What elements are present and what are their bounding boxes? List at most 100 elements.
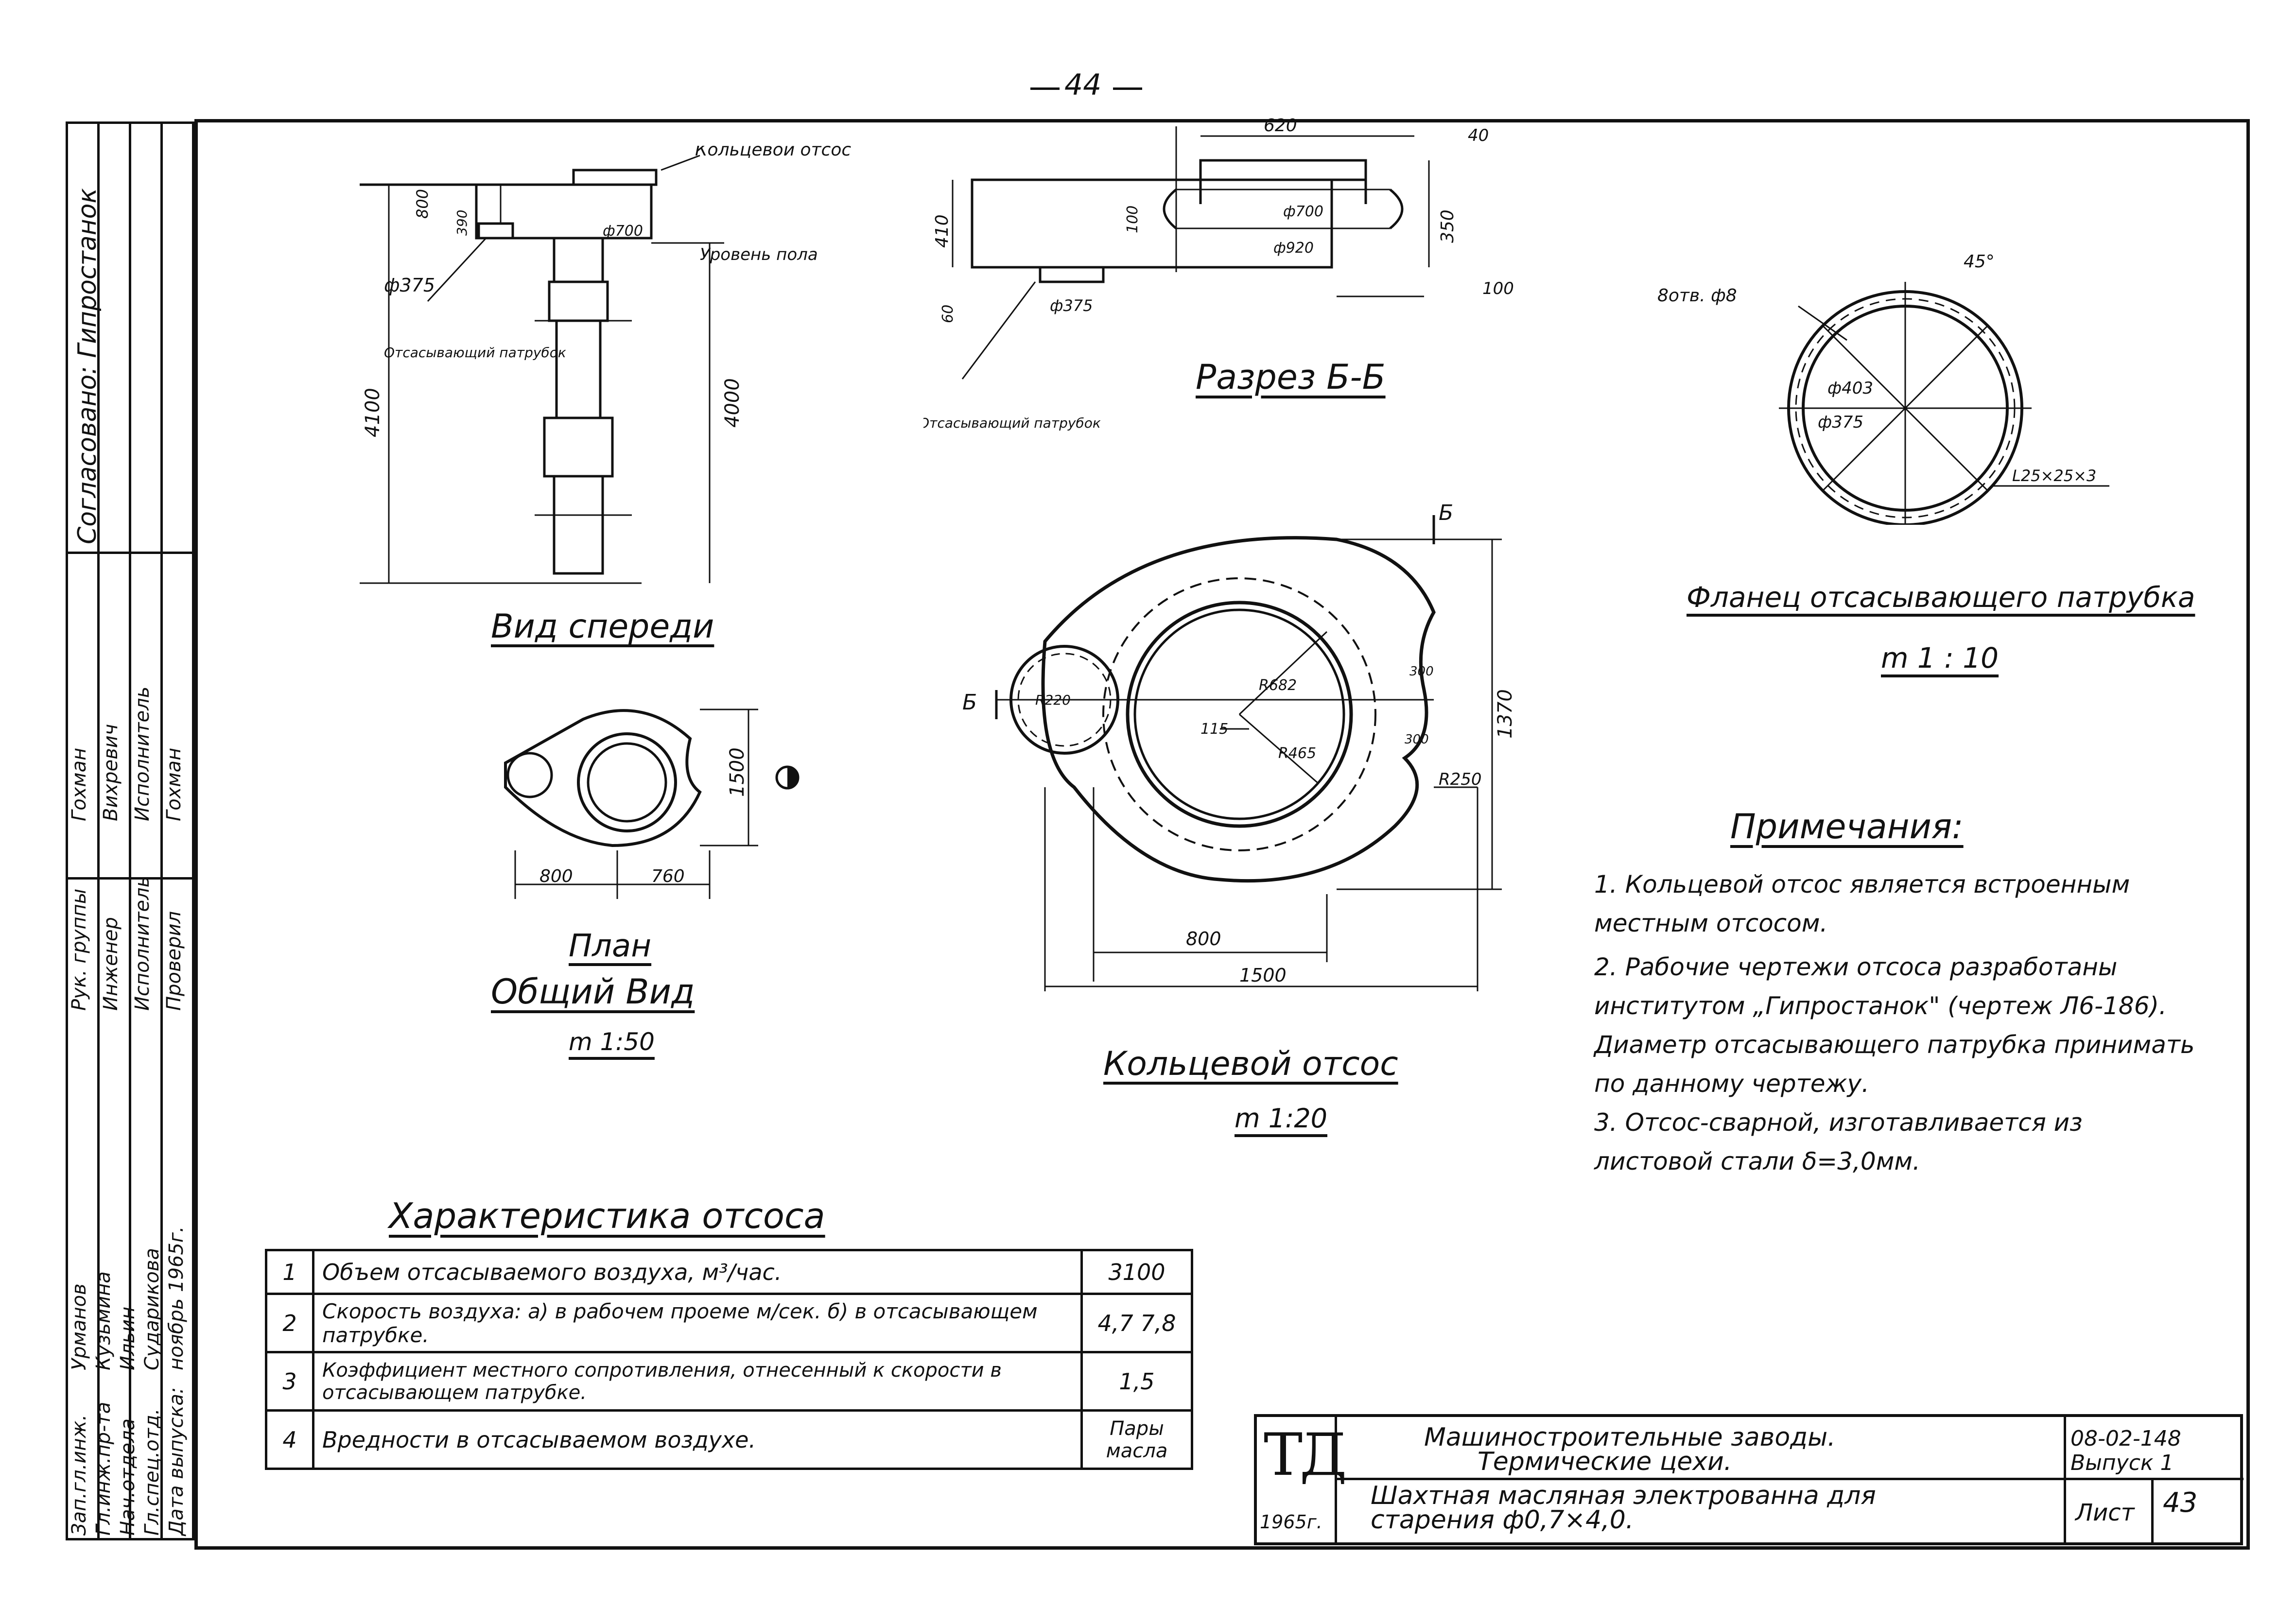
title-line3: Шахтная масляная электрованна для [1371,1481,1876,1510]
title-code: 08-02-148 [2070,1426,2181,1451]
notes-item-2: 2. Рабочие чертежи отсоса разработаны ин… [1594,953,2195,1098]
title-sheet-number: 43 [2163,1487,2198,1519]
label-d375-section: ф375 [1050,296,1093,315]
title-sheet-label: Лист [2075,1499,2135,1526]
title-block-logo-divider [1335,1417,1337,1543]
label-h410: 410 [932,214,952,248]
page-number: 44 [1064,68,1101,102]
plan-drawing: 800 760 1500 [504,708,800,899]
chief-role-0: Зап.гл.инж. [68,1414,90,1536]
table-row: 4 Вредности в отсасываемом воздухе. Пары… [265,1409,1193,1470]
chief-name-0: Урманов [68,1283,90,1370]
page-number-dash-right [1113,87,1142,90]
front-view-drawing: Кольцевой отсос Уровень пола ф700 ф375 О… [360,146,851,584]
title-block-sheet-divider [2064,1478,2244,1480]
ring-drawing: Б Б R220 R682 R465 115 300 300 R250 1370… [962,501,1516,991]
page-number-text: 44 [1064,68,1102,102]
label-d700-front: ф700 [603,223,643,240]
label-h4000: 4000 [721,378,744,428]
notes-title: Примечания: [1730,807,1964,847]
label-d920: ф920 [1273,240,1314,257]
stamp-name-0: Гохман [68,747,90,821]
row-value: 1,5 [1080,1351,1193,1412]
label-ring-w1500: 1500 [1239,965,1287,986]
stamp-role-1: Инженер [100,917,122,1011]
label-d375-flange: ф375 [1818,413,1863,432]
chief-role-2: Нач.отдела [117,1418,139,1536]
label-corner: L25×25×3 [2012,467,2096,485]
label-w40: 40 [1468,126,1489,145]
label-plan-w800: 800 [539,866,573,886]
row-number: 4 [265,1409,314,1470]
stamp-name-2: Исполнитель [131,686,154,821]
row-value: 3100 [1080,1249,1193,1295]
flange-drawing: 8отв. ф8 45° ф403 ф375 L25×25×3 [1657,252,2109,525]
label-h390: 390 [454,210,470,236]
label-r250: R250 [1439,770,1482,789]
label-d375-front: ф375 [384,275,435,296]
title-block-mid-divider [1337,1478,2115,1480]
flange-scale: m 1 : 10 [1881,641,1999,674]
label-r682: R682 [1259,677,1297,694]
chief-name-2: Ильин [117,1306,139,1370]
row-text: Вредности в отсасываемом воздухе. [312,1409,1083,1470]
label-h800: 800 [413,189,432,219]
label-w100: 100 [1482,279,1514,298]
label-floor: Уровень пола [700,245,818,264]
row-number: 1 [265,1249,314,1295]
label-cut-b-right: Б [1439,501,1453,525]
label-ring-front: Кольцевой отсос [695,146,851,160]
characteristics-table: 1 Объем отсасываемого воздуха, м³/час. 3… [265,1249,1193,1470]
section-view-drawing: 620 40 ф700 ф920 410 100 350 100 60 ф375… [923,116,1514,431]
label-ring-w800: 800 [1186,928,1221,950]
chief-name-1: Кузьмина [92,1271,115,1370]
row-number: 3 [265,1351,314,1412]
flange-title: Фланец отсасывающего патрубка [1687,581,2195,614]
label-pipe-section: Отсасывающий патрубок [923,415,1101,431]
title-issue: Выпуск 1 [2070,1451,2174,1475]
title-block [1254,1414,2244,1545]
title-block-sheet-cell [2151,1478,2154,1543]
chief-role-4: Дата выпуска: [165,1387,188,1536]
label-h4100: 4100 [362,388,384,437]
notes-item-1: 1. Кольцевой отсос является встроенным м… [1594,870,2130,937]
chief-name-4: ноябрь 1965г. [165,1226,188,1370]
stamp-role-2: Исполнитель [131,876,154,1011]
label-t300b: 300 [1405,732,1429,747]
sheet-frame [194,119,2250,1550]
plan-title: План [569,928,652,964]
title-line2: Термические цехи. [1478,1447,1732,1476]
approved-text: Согласовано: Гипростанок [73,188,102,544]
stamp-role-0: Рук. группы [68,888,90,1011]
front-view-title: Вид спереди [491,607,714,646]
side-stamp-col2 [129,124,131,1538]
title-line1: Машиностроительные заводы. [1424,1423,1836,1452]
side-stamp [66,121,194,1540]
chief-role-1: Гл.инж.пр-та [92,1401,115,1536]
ring-scale: m 1:20 [1235,1103,1328,1134]
table-row: 2 Скорость воздуха: а) в рабочем проеме … [265,1293,1193,1353]
title-block-right-divider [2064,1417,2066,1543]
row-value: 4,7 7,8 [1080,1293,1193,1353]
title-logo: ТД [1264,1421,1347,1489]
label-d115: 115 [1200,721,1228,738]
label-cut-b-left: Б [962,690,977,715]
label-pipe-front: Отсасывающий патрубок [384,345,566,361]
table-row: 1 Объем отсасываемого воздуха, м³/час. 3… [265,1249,1193,1295]
section-view-title: Разрез Б-Б [1196,357,1386,397]
label-t300a: 300 [1409,664,1434,679]
label-plan-w760: 760 [651,866,685,886]
label-d700-section: ф700 [1283,203,1323,220]
label-r465: R465 [1278,745,1316,762]
plan-subtitle: Общий Вид [491,972,695,1012]
label-h350: 350 [1438,209,1458,243]
page-number-dash-left [1030,87,1060,90]
notes-item-3: 3. Отсос-сварной, изготавливается из лис… [1594,1108,2083,1175]
label-d403: ф403 [1827,379,1873,398]
plan-scale: m 1:50 [569,1028,655,1056]
stamp-role-3: Проверил [163,911,185,1011]
ring-title: Кольцевой отсос [1103,1045,1398,1083]
label-angle: 45° [1964,252,1995,272]
stamp-name-3: Гохман [163,747,185,821]
characteristics-title: Характеристика отсоса [389,1195,825,1236]
